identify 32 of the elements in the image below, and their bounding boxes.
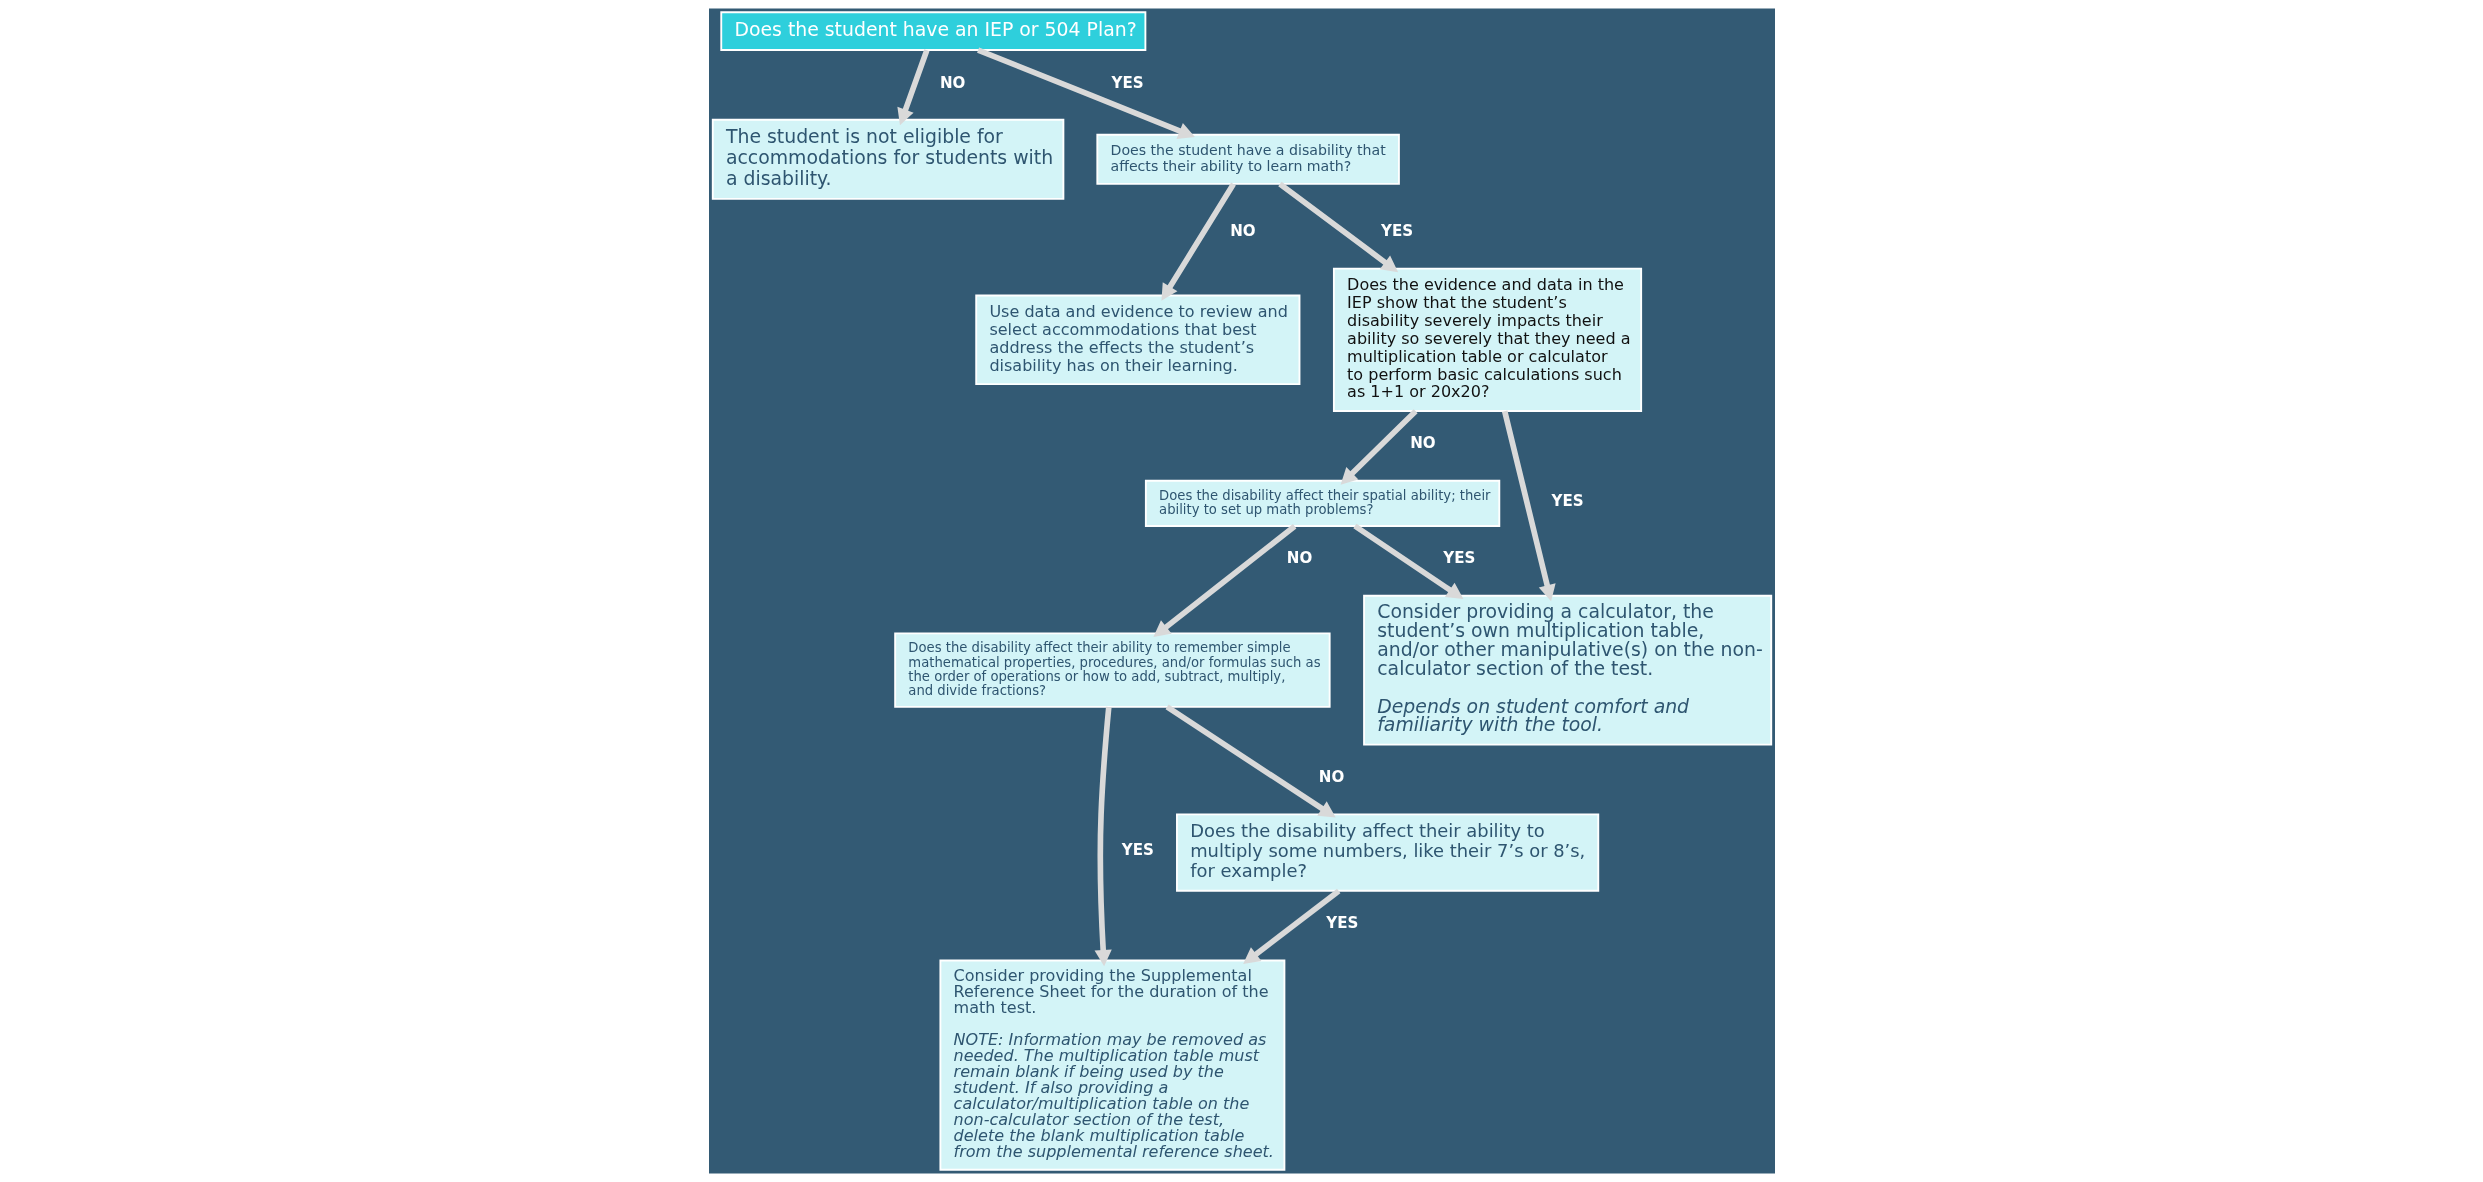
node-box: Consider providing a calculator, the student’s own multiplication table, and/or other manipulative(s) on the non-calculator section of the test. Depends on student comfort and familiarity with the tool. <box>1362 594 1772 746</box>
arrow <box>1352 523 1463 600</box>
arrow <box>896 49 929 126</box>
arrow <box>976 47 1195 139</box>
node-box: Does the student have an IEP or 504 Plan? <box>719 11 1146 51</box>
arrow <box>1501 410 1556 602</box>
node-box: Consider providing the Supplemental Reference Sheet for the duration of the math test. NOTE: Information may be removed as needed. The multiplication table must remain blank if being used by the student. If also providing a calculator/multiplication table on the non-calculator section of the test, delete the blank multiplication table from the supplemental reference sheet. <box>938 959 1285 1171</box>
node-box: The student is not eligible for accommodations for students with a disability. <box>711 118 1064 200</box>
node-box: Does the disability affect their spatial ability; their ability to set up math problems? <box>1144 479 1500 527</box>
arrow <box>1160 182 1236 301</box>
node-box: Does the evidence and data in the IEP show that the student’s disability severely impacts their ability so severely that they need a multiplication table or calculator to perform basic calculations such as 1+1 or 20x20? <box>1332 267 1642 412</box>
edge-label: YES <box>1110 73 1144 92</box>
node-box: Use data and evidence to review and select accommodations that best address the effects the student’s disability has on their learning. <box>974 294 1300 386</box>
arrow <box>1094 706 1112 967</box>
edge-label: NO <box>1286 549 1312 568</box>
edge-label: YES <box>1442 549 1475 568</box>
node-box: Does the disability affect their ability to multiply some numbers, like their 7’s or 8’s, for example? <box>1175 813 1599 892</box>
edge-label: NO <box>939 73 965 92</box>
edge-label: NO <box>1229 222 1256 241</box>
node-box: Does the student have a disability that affects their ability to learn math? <box>1095 133 1400 185</box>
edge-label: NO <box>1409 434 1436 453</box>
arrow <box>1277 181 1398 273</box>
edge-label: YES <box>1121 841 1154 860</box>
arrow <box>1152 523 1296 638</box>
arrow <box>1242 888 1340 965</box>
edge-label: YES <box>1551 491 1584 510</box>
edge-label: YES <box>1380 222 1413 241</box>
edge-label: NO <box>1318 768 1344 787</box>
edge-label: YES <box>1325 914 1358 933</box>
arrow <box>1165 704 1336 818</box>
node-box: Does the disability affect their ability to remember simple mathematical properties, procedures, and/or formulas such as the order of operations or how to add, subtract, multiply, and divide fractions? <box>893 632 1331 708</box>
arrow <box>1340 409 1418 485</box>
